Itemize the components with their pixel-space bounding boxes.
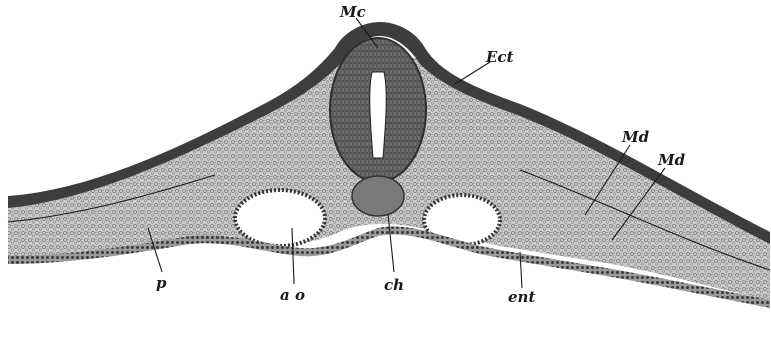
left-aorta bbox=[235, 190, 325, 246]
label-p: p bbox=[156, 274, 167, 292]
ect-leader bbox=[455, 62, 490, 84]
label-ch: ch bbox=[384, 276, 404, 294]
label-mc: Mc bbox=[339, 3, 366, 21]
label-md-lower: Md bbox=[657, 151, 686, 169]
neural-canal bbox=[370, 72, 386, 158]
notochord bbox=[352, 176, 404, 216]
label-ect: Ect bbox=[485, 48, 514, 66]
label-ao: a o bbox=[280, 286, 305, 304]
label-md-upper: Md bbox=[621, 128, 650, 146]
label-ent: ent bbox=[508, 288, 535, 306]
